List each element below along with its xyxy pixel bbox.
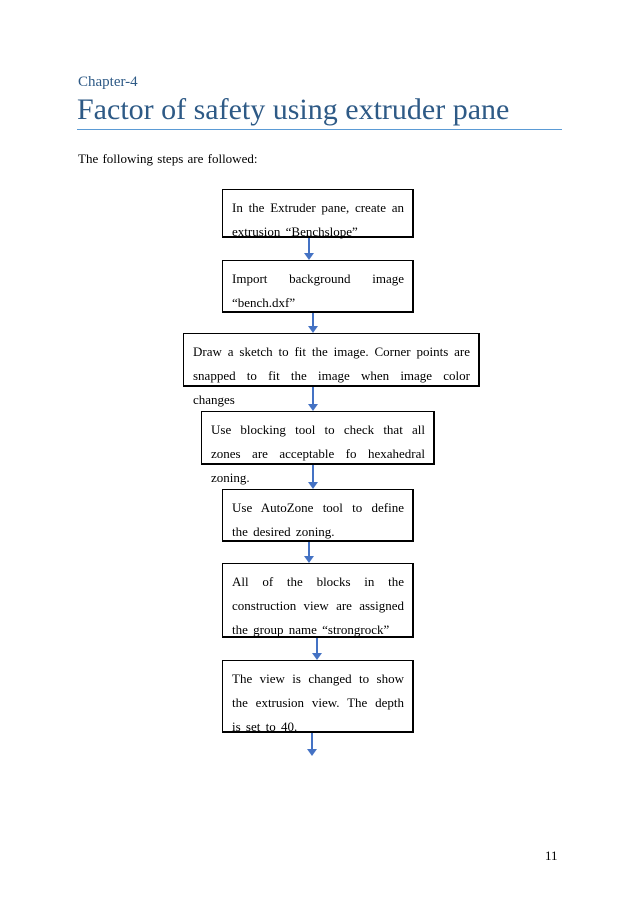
flow-step-3: Draw a sketch to fit the image. Corner p… <box>183 333 480 407</box>
flow-step-text: Use AutoZone tool to define the desired … <box>232 500 404 539</box>
arrow-down-icon <box>308 313 318 333</box>
flow-step-7: The view is changed to show the extrusio… <box>222 660 414 734</box>
flow-step-text: In the Extruder pane, create an extrusio… <box>232 200 404 239</box>
flow-step-5: Use AutoZone tool to define the desired … <box>222 489 414 542</box>
title-underline <box>77 129 562 130</box>
flow-step-2: Import background image “bench.dxf” <box>222 260 414 313</box>
arrow-down-icon <box>312 638 322 660</box>
arrow-down-icon <box>308 465 318 489</box>
page-title: Factor of safety using extruder pane <box>77 93 510 126</box>
arrow-down-icon <box>304 238 314 260</box>
flow-step-text: All of the blocks in the construction vi… <box>232 574 404 637</box>
flow-step-4: Use blocking tool to check that all zone… <box>201 411 435 485</box>
flow-step-1: In the Extruder pane, create an extrusio… <box>222 189 414 239</box>
flow-step-text: Import background image “bench.dxf” <box>232 271 404 310</box>
arrow-down-icon <box>307 733 317 756</box>
arrow-down-icon <box>308 387 318 411</box>
arrow-down-icon <box>304 542 314 563</box>
flow-step-text: Use blocking tool to check that all zone… <box>211 422 425 485</box>
flow-step-6: All of the blocks in the construction vi… <box>222 563 414 638</box>
flow-step-text: The view is changed to show the extrusio… <box>232 671 404 734</box>
flow-step-text: Draw a sketch to fit the image. Corner p… <box>193 344 470 407</box>
page-number: 11 <box>545 848 558 863</box>
intro-text: The following steps are followed: <box>78 151 258 166</box>
chapter-label: Chapter-4 <box>78 74 138 90</box>
